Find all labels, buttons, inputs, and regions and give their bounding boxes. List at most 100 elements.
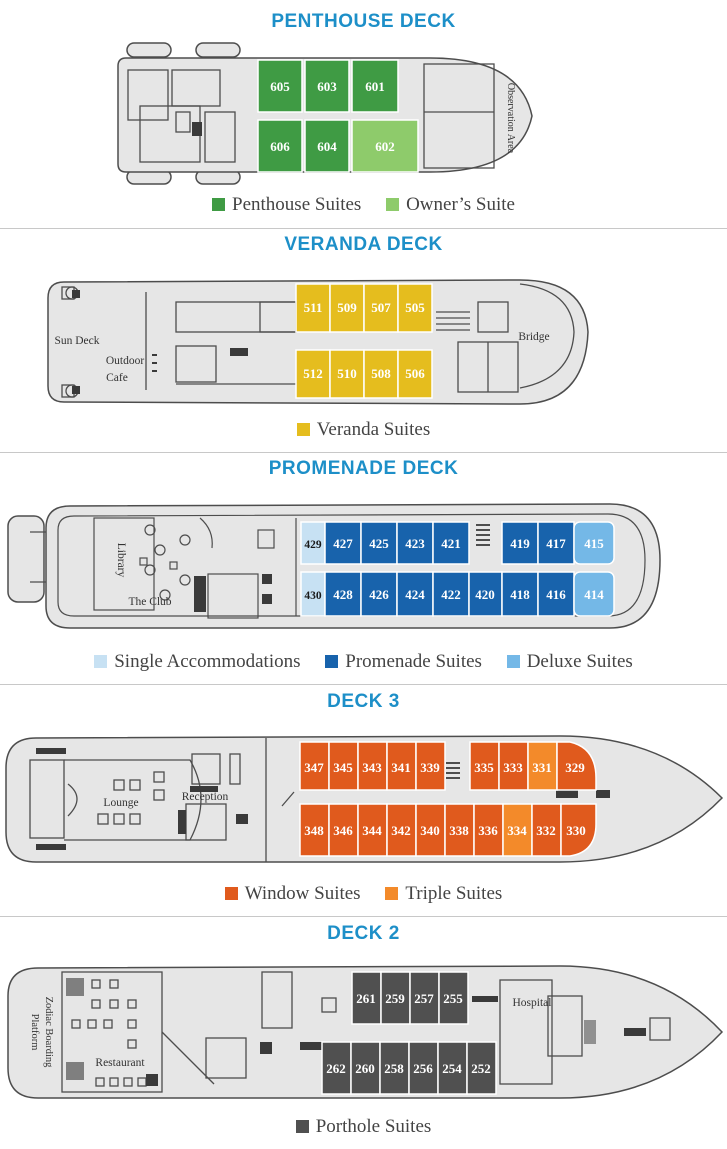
cabin-511[interactable]: 511 [304,300,323,315]
legend-deck-2: Porthole Suites [0,1116,727,1138]
cabin-606[interactable]: 606 [270,139,290,154]
legend-label: Single Accommodations [114,651,301,672]
cabin-427[interactable]: 427 [333,536,353,551]
swatch-promenade [325,655,339,668]
deck-title-penthouse: PENTHOUSE DECK [271,11,456,32]
room-reception: Reception [182,791,229,803]
deck-3-plan: 347 345 343 341 339 335 333 331 329 348 … [5,735,724,863]
cabin-429[interactable]: 429 [304,539,322,551]
cabin-329[interactable]: 329 [565,760,585,775]
legend-label: Porthole Suites [315,1116,432,1137]
cabin-601[interactable]: 601 [365,79,385,94]
deck-title-deck-3: DECK 3 [327,691,400,712]
cabin-340[interactable]: 340 [420,823,440,838]
swatch-veranda [296,423,310,436]
legend-veranda: Veranda Suites [0,419,727,441]
cabin-336[interactable]: 336 [478,823,498,838]
divider [0,228,727,229]
cabin-335[interactable]: 335 [474,760,494,775]
cabin-420[interactable]: 420 [475,587,495,602]
cabin-423[interactable]: 423 [405,536,425,551]
deck-3-cabins: 347 345 343 341 339 335 333 331 329 348 … [299,741,597,857]
cabin-339[interactable]: 339 [420,760,440,775]
legend-item-window-suites: Window Suites [224,883,361,905]
cabin-510[interactable]: 510 [337,366,357,381]
cabin-258[interactable]: 258 [384,1061,404,1076]
cabin-425[interactable]: 425 [369,536,389,551]
room-the-club: The Club [128,596,171,608]
cabin-333[interactable]: 333 [503,760,523,775]
cabin-603[interactable]: 603 [317,79,337,94]
cabin-424[interactable]: 424 [405,587,425,602]
legend-label: Veranda Suites [316,419,431,440]
cabin-254[interactable]: 254 [442,1061,462,1076]
legend-item-deluxe-suites: Deluxe Suites [506,651,633,673]
legend-item-penthouse-suites: Penthouse Suites [212,194,361,216]
swatch-window [224,887,238,900]
cabin-422[interactable]: 422 [441,587,461,602]
cabin-421[interactable]: 421 [441,536,461,551]
cabin-602[interactable]: 602 [375,139,395,154]
cabin-346[interactable]: 346 [333,823,353,838]
cabin-508[interactable]: 508 [371,366,391,381]
promenade-deck-plan: 429 427 425 423 421 419 417 415 430 428 … [7,503,661,629]
cabin-348[interactable]: 348 [304,823,324,838]
cabin-426[interactable]: 426 [369,587,389,602]
room-platform: Platform [29,1014,40,1051]
divider [0,452,727,453]
cabin-344[interactable]: 344 [362,823,382,838]
cabin-259[interactable]: 259 [385,991,405,1006]
room-outdoor: Outdoor [106,355,145,367]
legend-item-porthole-suites: Porthole Suites [295,1116,432,1138]
cabin-330[interactable]: 330 [566,823,586,838]
cabin-261[interactable]: 261 [356,991,376,1006]
swatch-triple [385,887,399,900]
deck-title-deck-2: DECK 2 [327,923,400,944]
cabin-415[interactable]: 415 [584,536,604,551]
cabin-507[interactable]: 507 [371,300,391,315]
penthouse-deck-plan: 605 603 601 606 604 602 Observation Area [117,42,533,185]
cabin-505[interactable]: 505 [405,300,425,315]
cabin-332[interactable]: 332 [536,823,556,838]
cabin-334[interactable]: 334 [507,823,527,838]
swatch-deluxe [506,655,520,668]
cabin-417[interactable]: 417 [546,536,566,551]
cabin-338[interactable]: 338 [449,823,469,838]
cabin-414[interactable]: 414 [584,587,604,602]
cabin-428[interactable]: 428 [333,587,353,602]
cabin-342[interactable]: 342 [391,823,411,838]
cabin-341[interactable]: 341 [391,760,411,775]
deck-title-veranda: VERANDA DECK [284,234,443,255]
legend-label: Promenade Suites [345,651,482,672]
cabin-252[interactable]: 252 [471,1061,491,1076]
legend-label: Penthouse Suites [232,194,362,215]
cabin-255[interactable]: 255 [443,991,463,1006]
cabin-262[interactable]: 262 [326,1061,346,1076]
cabin-416[interactable]: 416 [546,587,566,602]
legend-penthouse: Penthouse Suites Owner’s Suite [0,194,727,216]
legend-deck-3: Window Suites Triple Suites [0,883,727,905]
cabin-257[interactable]: 257 [414,991,434,1006]
cabin-331[interactable]: 331 [532,760,552,775]
room-bridge: Bridge [518,331,549,343]
cabin-345[interactable]: 345 [333,760,353,775]
legend-label: Window Suites [244,883,361,904]
cabin-506[interactable]: 506 [405,366,425,381]
legend-item-triple-suites: Triple Suites [385,883,502,905]
cabin-512[interactable]: 512 [303,366,323,381]
cabin-430[interactable]: 430 [304,590,322,602]
cabin-347[interactable]: 347 [304,760,324,775]
cabin-260[interactable]: 260 [355,1061,375,1076]
cabin-605[interactable]: 605 [270,79,290,94]
legend-item-veranda-suites: Veranda Suites [296,419,431,441]
cabin-418[interactable]: 418 [510,587,530,602]
cabin-343[interactable]: 343 [362,760,382,775]
legend-label: Owner’s Suite [406,194,515,215]
room-lounge: Lounge [103,797,138,809]
room-observation-area: Observation Area [505,83,516,154]
legend-item-promenade-suites: Promenade Suites [325,651,482,673]
cabin-509[interactable]: 509 [337,300,357,315]
cabin-256[interactable]: 256 [413,1061,433,1076]
cabin-604[interactable]: 604 [317,139,337,154]
cabin-419[interactable]: 419 [510,536,530,551]
